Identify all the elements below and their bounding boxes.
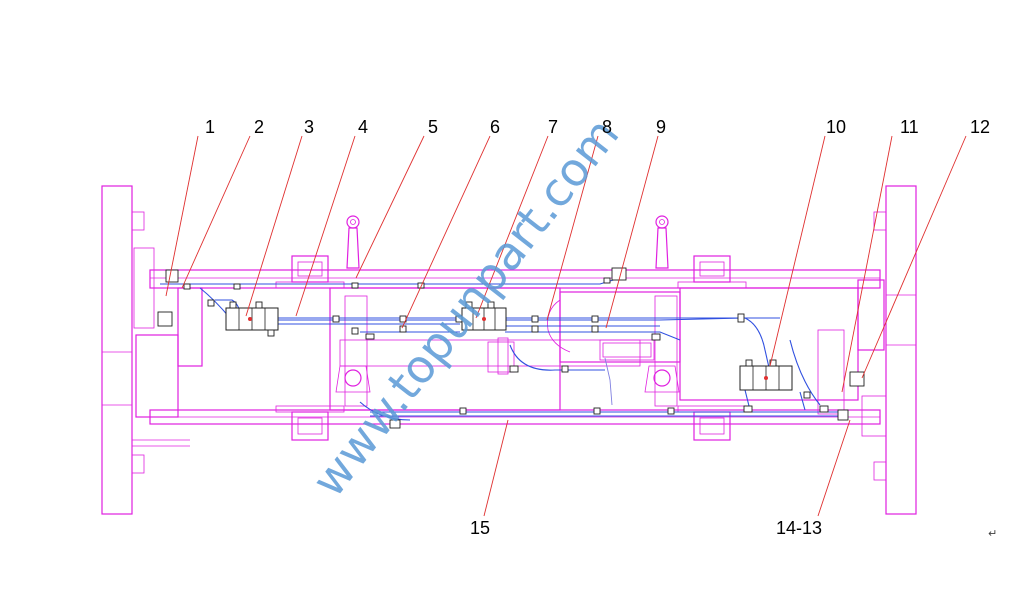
callout-1: 1: [205, 117, 215, 137]
hose-fittings: [157, 267, 865, 429]
callout-10: 10: [826, 117, 846, 137]
callout-5: 5: [428, 117, 438, 137]
watermark-text: www.topunpart.com: [301, 108, 629, 507]
callout-9: 9: [656, 117, 666, 137]
callout-numbers: 1 2 3 4 5 6 7 8 9 10 11 12 15 14-13: [205, 117, 990, 538]
chassis-frame: [149, 269, 881, 425]
left-end-wall: [101, 185, 190, 515]
callout-7: 7: [548, 117, 558, 137]
control-valve-right: [739, 359, 793, 391]
control-valve-center: [461, 301, 507, 331]
callout-2: 2: [254, 117, 264, 137]
callout-12: 12: [970, 117, 990, 137]
control-valve-left: [225, 301, 279, 337]
right-end-wall: [857, 185, 917, 515]
return-mark: ↵: [988, 527, 997, 540]
lifting-eyes: [335, 215, 680, 393]
callout-3: 3: [304, 117, 314, 137]
callout-14-13: 14-13: [776, 518, 822, 538]
leader-lines: [165, 135, 967, 517]
callout-6: 6: [490, 117, 500, 137]
callout-15: 15: [470, 518, 490, 538]
callout-11: 11: [900, 117, 919, 137]
callout-4: 4: [358, 117, 368, 137]
callout-8: 8: [602, 117, 612, 137]
